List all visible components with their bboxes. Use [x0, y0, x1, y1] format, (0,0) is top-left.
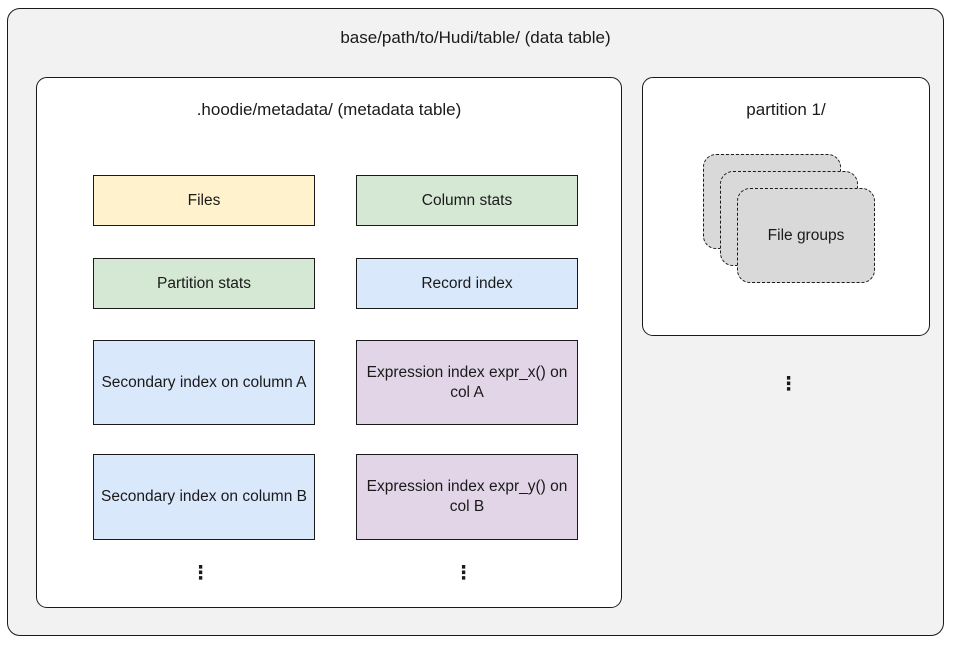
metadata-box-partition-stats[interactable]: Partition stats: [93, 258, 315, 309]
file-group-card-front[interactable]: File groups: [737, 188, 875, 283]
metadata-table-panel: .hoodie/metadata/ (metadata table) Files…: [36, 77, 622, 608]
metadata-table-title: .hoodie/metadata/ (metadata table): [196, 100, 462, 119]
metadata-box-files[interactable]: Files: [93, 175, 315, 226]
file-groups-label: File groups: [767, 226, 845, 244]
file-groups-stack: File groups: [703, 154, 883, 284]
metadata-left-column-ellipsis-icon: ⋮: [191, 563, 210, 584]
metadata-box-record-index[interactable]: Record index: [356, 258, 578, 309]
data-table-title: base/path/to/Hudi/table/ (data table): [340, 28, 611, 47]
metadata-box-expression-index-col-b[interactable]: Expression index expr_y() on col B: [356, 454, 578, 540]
metadata-box-secondary-index-column-b[interactable]: Secondary index on column B: [93, 454, 315, 540]
partition-panel: partition 1/ File groups: [642, 77, 930, 336]
metadata-box-expression-index-col-a[interactable]: Expression index expr_x() on col A: [356, 340, 578, 425]
partition-title: partition 1/: [746, 100, 826, 119]
metadata-right-column-ellipsis-icon: ⋮: [454, 563, 473, 584]
metadata-box-secondary-index-column-a[interactable]: Secondary index on column A: [93, 340, 315, 425]
data-table-container: base/path/to/Hudi/table/ (data table) .h…: [7, 8, 944, 636]
partition-ellipsis-icon: ⋮: [779, 374, 798, 395]
metadata-box-column-stats[interactable]: Column stats: [356, 175, 578, 226]
